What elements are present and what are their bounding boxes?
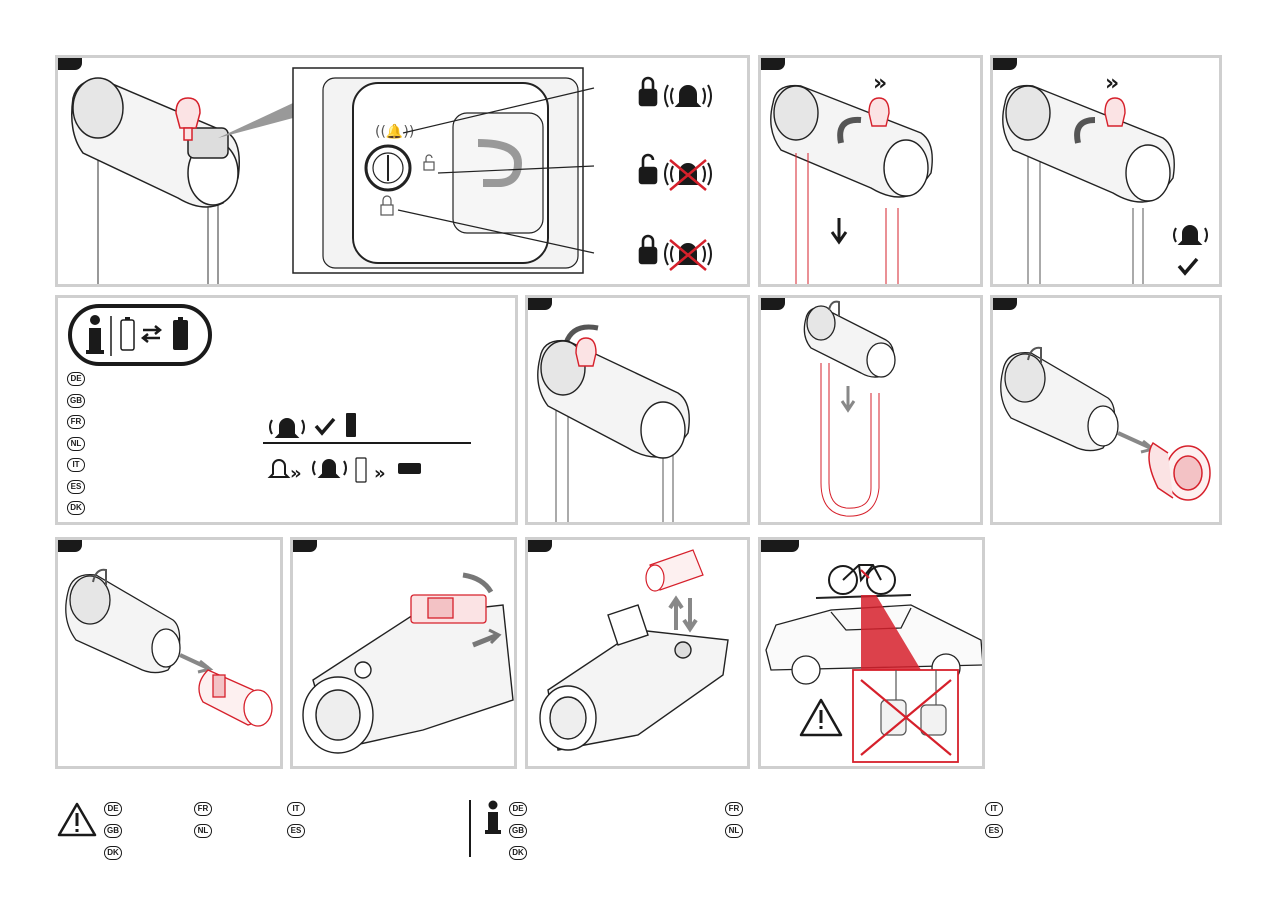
panel-battery-compartment xyxy=(290,537,517,769)
svg-text:»: » xyxy=(374,463,386,484)
step-tag xyxy=(993,298,1017,310)
panel-replace-battery xyxy=(525,537,750,769)
step-tag xyxy=(58,540,82,552)
svg-text:»: » xyxy=(290,463,302,484)
lang-badge-nl: NL xyxy=(67,437,85,451)
lang-badge-fr: FR xyxy=(725,802,743,816)
step-tag xyxy=(993,58,1017,70)
panel-car-warning xyxy=(758,537,985,769)
lang-badge-fr: FR xyxy=(194,802,212,816)
svg-text:»: » xyxy=(873,71,887,96)
info-icon xyxy=(86,315,104,354)
warning-icon xyxy=(57,802,97,837)
illustration-arm-mount: » xyxy=(770,71,933,284)
battery-info-graphic: » » xyxy=(68,304,471,484)
illustration-battery-compartment xyxy=(302,572,514,754)
legend-divider xyxy=(469,800,471,857)
step-tag xyxy=(761,540,799,552)
lang-badge-dk: DK xyxy=(509,846,527,860)
illustration-lock-overview: ((🔔)) xyxy=(71,67,712,284)
illustration-car-warning xyxy=(765,564,982,763)
step-tag xyxy=(58,58,82,70)
lang-badge-it: IT xyxy=(287,802,305,816)
lang-badge-es: ES xyxy=(287,824,305,838)
panel-alarm-modes: ((🔔)) xyxy=(55,55,750,287)
lang-badge-it: IT xyxy=(67,458,85,472)
lang-badge-gb: GB xyxy=(104,824,122,838)
panel-open-cap xyxy=(990,295,1222,525)
panel-unlock-rotate xyxy=(525,295,750,525)
step-tag xyxy=(761,298,785,310)
step-tag xyxy=(293,540,317,552)
illustration-lock-removed xyxy=(803,300,896,517)
step-tag xyxy=(528,540,552,552)
lang-badge-de: DE xyxy=(509,802,527,816)
lang-badge-dk: DK xyxy=(67,501,85,515)
info-icon xyxy=(485,800,501,834)
illustration-unlock-rotate xyxy=(537,324,690,522)
svg-text:»: » xyxy=(1105,71,1119,96)
illustration-replace-battery xyxy=(539,549,729,751)
lang-badge-gb: GB xyxy=(509,824,527,838)
lang-badge-fr: FR xyxy=(67,415,85,429)
step-tag xyxy=(528,298,552,310)
panel-lock-removed xyxy=(758,295,983,525)
lang-badge-de: DE xyxy=(104,802,122,816)
panel-arm-confirm: » xyxy=(990,55,1222,287)
lang-badge-dk: DK xyxy=(104,846,122,860)
lang-badge-es: ES xyxy=(67,480,85,494)
panel-slide-battery xyxy=(55,537,283,769)
illustration-slide-battery xyxy=(65,568,273,727)
lang-badge-gb: GB xyxy=(67,394,85,408)
lang-badge-nl: NL xyxy=(725,824,743,838)
warning-icon xyxy=(799,698,843,737)
step-tag xyxy=(761,58,785,70)
lang-badge-es: ES xyxy=(985,824,1003,838)
illustration-arm-confirm: » xyxy=(1002,71,1208,284)
panel-arm-mount: » xyxy=(758,55,983,287)
lang-badge-de: DE xyxy=(67,372,85,386)
illustration-open-cap xyxy=(1000,346,1211,501)
lang-badge-nl: NL xyxy=(194,824,212,838)
panel-battery-info: » » DE GB FR NL IT ES DK xyxy=(55,295,518,525)
lang-badge-it: IT xyxy=(985,802,1003,816)
svg-text:((🔔)): ((🔔)) xyxy=(375,123,414,140)
